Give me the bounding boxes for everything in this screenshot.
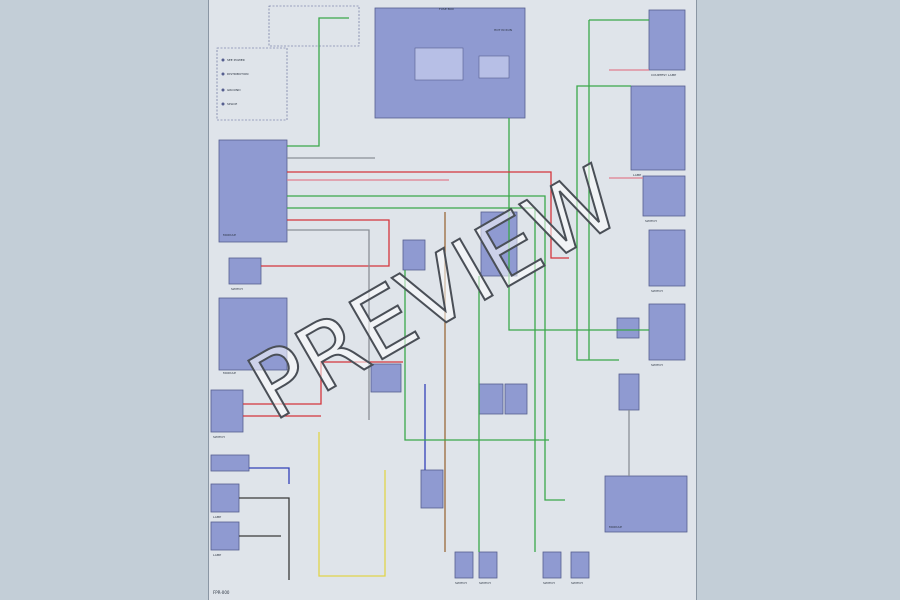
center-switch-2 (370, 363, 402, 393)
right-switch-1 (642, 175, 686, 217)
bottom-switch-3 (542, 551, 562, 579)
wires (239, 17, 649, 580)
wire-red-3 (243, 361, 403, 405)
wire-green-2 (287, 195, 565, 501)
right-lamp-group-label: LAMP (633, 173, 641, 177)
bottom-switch-4 (570, 551, 590, 579)
relay (414, 47, 464, 81)
right-switch-3-label: SWITCH (651, 363, 663, 367)
legend-text-3: GROUND (227, 88, 241, 92)
legend-text-4: SPLICE (227, 102, 237, 106)
right-lamp-top (648, 9, 686, 71)
wiring-diagram-sheet: SEE POWER DISTRIBUTION GROUND SPLICE FUS… (208, 0, 697, 600)
bottom-switch-4-label: SWITCH (571, 581, 583, 585)
bottom-switch-2 (478, 551, 498, 579)
wire-green-1 (287, 17, 349, 147)
bottom-switch-3-label: SWITCH (543, 581, 555, 585)
footer-code: FPR-000 (213, 590, 230, 595)
right-switch-2 (648, 229, 686, 287)
wire-gray-1 (287, 229, 370, 420)
left-lamp-1-label: LAMP (213, 515, 221, 519)
wire-green-3 (287, 207, 536, 552)
left-switch-1 (228, 257, 262, 285)
top-connector-group (268, 5, 360, 47)
legend-dot-3 (221, 88, 225, 92)
wire-red-1 (261, 219, 390, 267)
wire-green-6 (508, 118, 649, 331)
left-module-mid (218, 297, 288, 371)
legend-text-2: DISTRIBUTION (227, 72, 248, 76)
center-switch-1 (402, 239, 426, 271)
center-switch-5 (420, 469, 444, 509)
legend-box (216, 47, 288, 121)
wire-red-2 (287, 171, 569, 259)
center-switch-3 (478, 383, 504, 415)
left-switch-2 (210, 389, 244, 433)
bottom-switch-1 (454, 551, 474, 579)
legend-dot-4 (221, 102, 225, 106)
center-switch-4 (504, 383, 528, 415)
bottom-switch-1-label: SWITCH (455, 581, 467, 585)
bottom-right-module (604, 475, 688, 533)
right-switch-1-label: SWITCH (645, 219, 657, 223)
wire-black-1 (239, 497, 290, 580)
right-lamp-small (618, 373, 640, 411)
left-switch-1-label: SWITCH (231, 287, 243, 291)
wire-blue-2 (249, 467, 290, 484)
center-module (480, 211, 518, 277)
right-switch-3 (648, 303, 686, 361)
legend-dot-1 (221, 58, 225, 62)
wire-green-5 (576, 112, 619, 361)
left-switch-2-label: SWITCH (213, 435, 225, 439)
wiring-diagram: SEE POWER DISTRIBUTION GROUND SPLICE FUS… (210, 5, 688, 585)
left-module-mid-label: MODULE (223, 371, 236, 375)
wire-green-4 (576, 85, 631, 112)
wire-green-10 (404, 270, 549, 441)
right-lamp-group (630, 85, 686, 171)
left-module-top-label: MODULE (223, 233, 236, 237)
left-lamp-1 (210, 483, 240, 513)
left-lamp-bar (210, 454, 250, 472)
left-lamp-2 (210, 521, 240, 551)
right-lamp-top-label: COURTESY LAMP (651, 73, 676, 77)
fuse-label: HOT IN RUN (494, 28, 512, 32)
wire-yellow-1 (318, 432, 386, 577)
legend-text-1: SEE POWER (227, 58, 245, 62)
left-module-top (218, 139, 288, 243)
small-relay (616, 317, 640, 339)
control-circuit (478, 55, 510, 79)
bottom-switch-2-label: SWITCH (479, 581, 491, 585)
left-lamp-2-label: LAMP (213, 553, 221, 557)
fuse-box-label: FUSE BOX (439, 7, 454, 11)
right-switch-2-label: SWITCH (651, 289, 663, 293)
legend-dot-2 (221, 72, 225, 76)
bottom-right-module-label: MODULE (609, 525, 622, 529)
